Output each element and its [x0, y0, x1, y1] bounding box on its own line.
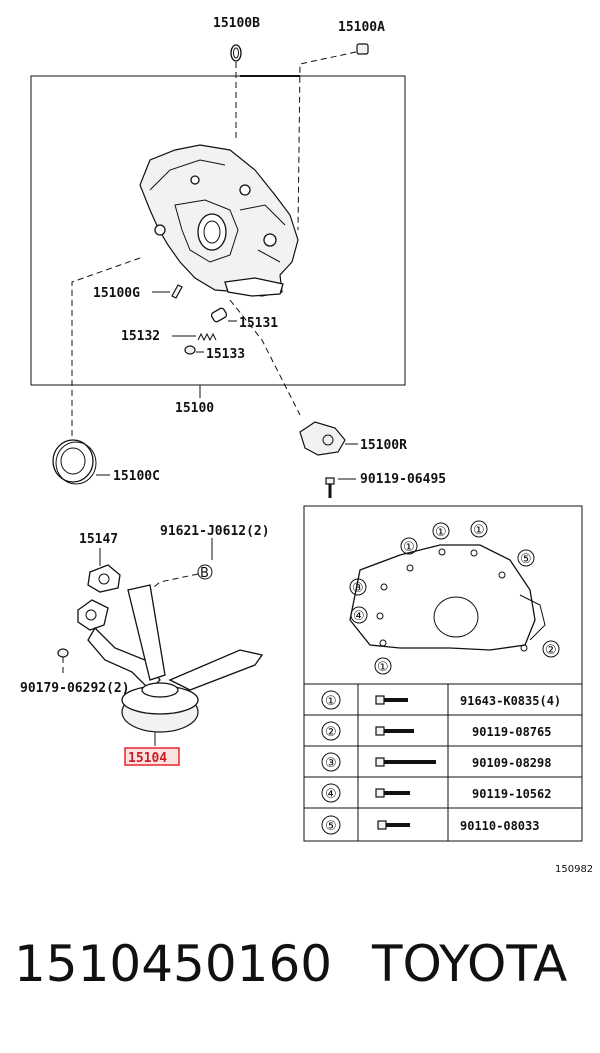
svg-text:⑤: ⑤: [325, 819, 337, 834]
table-row: ③ 90109-08298: [321, 752, 551, 772]
oring-15100B: [230, 44, 242, 62]
valve-15131: [210, 307, 228, 323]
svg-text:90119-10562: 90119-10562: [472, 787, 551, 801]
label-15132: 15132: [121, 329, 160, 344]
footer-brand: TOYOTA: [372, 935, 568, 993]
inset-markers: ① ① ① ① ② ③ ④ ⑤: [349, 520, 560, 675]
label-15100R: 15100R: [360, 438, 407, 453]
svg-text:④: ④: [325, 787, 337, 802]
svg-text:90110-08033: 90110-08033: [460, 819, 539, 833]
svg-text:①: ①: [403, 540, 415, 555]
seal-15100C: [52, 439, 97, 485]
label-15100G: 15100G: [93, 286, 140, 301]
label-91621: 91621-J0612(2): [160, 524, 270, 539]
label-90119-06495: 90119-06495: [360, 472, 446, 487]
footer-part-number: 1510450160: [14, 935, 333, 993]
bolt-table: ① 91643-K0835(4) ② 90119-08765 ③ 90109-0…: [303, 683, 583, 842]
svg-text:②: ②: [545, 643, 557, 658]
svg-text:④: ④: [353, 609, 365, 624]
table-row: ④ 90119-10562: [321, 783, 551, 803]
plug-15133: [184, 345, 196, 355]
svg-text:⑤: ⑤: [520, 552, 532, 567]
label-90179: 90179-06292(2): [20, 681, 130, 696]
assembly-frame: [30, 75, 406, 386]
label-15100B: 15100B: [213, 16, 260, 31]
label-15104: 15104: [128, 751, 167, 766]
svg-text:90109-08298: 90109-08298: [472, 756, 551, 770]
svg-text:①: ①: [473, 523, 485, 538]
footer: 1510450160 TOYOTA: [0, 935, 600, 1015]
bolt-90179: [57, 648, 69, 676]
highlight-15104: [124, 747, 180, 766]
pin-15100G: [171, 284, 183, 299]
label-15133: 15133: [206, 347, 245, 362]
svg-text:90119-08765: 90119-08765: [472, 725, 551, 739]
svg-text:②: ②: [325, 725, 337, 740]
oil-strainer-15104: [77, 584, 264, 733]
label-15147: 15147: [79, 532, 118, 547]
svg-text:91643-K0835(4): 91643-K0835(4): [460, 694, 561, 708]
marker-B: B: [197, 564, 213, 581]
svg-text:B: B: [200, 566, 209, 581]
plug-15100A: [356, 43, 369, 55]
table-row: ⑤ 90110-08033: [321, 815, 539, 835]
table-row: ② 90119-08765: [321, 721, 551, 741]
inset-cover: [349, 544, 546, 652]
figure-code: 150982: [555, 864, 593, 875]
sensor-15100R: [299, 421, 346, 456]
spring-15132: [197, 332, 217, 342]
label-15100: 15100: [175, 401, 214, 416]
svg-text:③: ③: [325, 756, 337, 771]
table-row: ① 91643-K0835(4): [321, 690, 561, 710]
label-15100A: 15100A: [338, 20, 385, 35]
oil-pump-body: [139, 144, 299, 297]
svg-text:③: ③: [352, 581, 364, 596]
gasket-15147: [87, 564, 121, 593]
svg-text:①: ①: [435, 525, 447, 540]
svg-text:①: ①: [325, 694, 337, 709]
svg-text:①: ①: [377, 660, 389, 675]
label-15131: 15131: [239, 316, 278, 331]
bolt-90119-06495: [325, 477, 335, 498]
label-15100C: 15100C: [113, 469, 160, 484]
